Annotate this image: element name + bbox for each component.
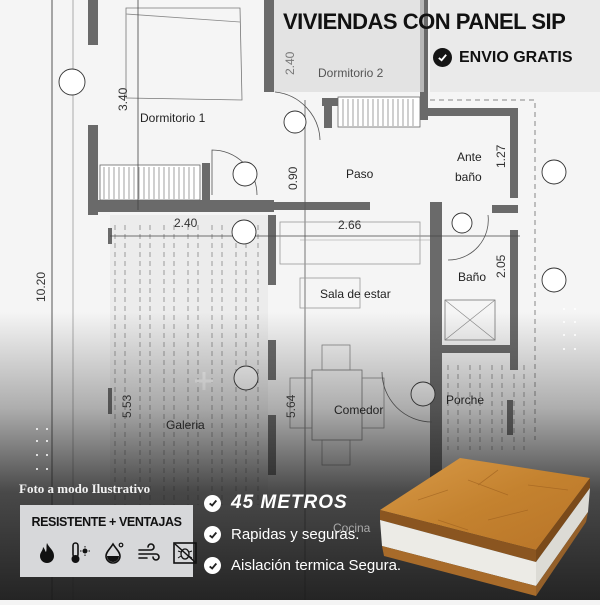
dim-2-66: 2.66: [338, 218, 362, 232]
photo-caption: Foto a modo Ilustrativo: [19, 481, 151, 496]
dim-5-53: 5.53: [120, 394, 134, 418]
no-bug-icon: [173, 542, 197, 569]
thermometer-sun-icon: [69, 541, 91, 570]
shipping-badge: ENVIO GRATIS: [433, 48, 573, 67]
dim-2-40: 2.40: [174, 216, 198, 230]
advantages-title: RESISTENTE + VENTAJAS: [31, 515, 182, 529]
room-label-cocina: Cocina: [333, 521, 371, 535]
feature-text: Aislación termica Segura.: [231, 557, 402, 574]
room-label-porche: Porche: [446, 393, 485, 407]
shipping-label: ENVIO GRATIS: [459, 48, 573, 66]
feature-text: Rapidas y seguras.: [231, 526, 360, 543]
feature-item: 45 METROS: [204, 492, 348, 514]
room-label-dormitorio-2: Dormitorio 2: [318, 66, 384, 80]
check-circle-icon: [204, 557, 221, 574]
room-label-ante-bano: baño: [455, 170, 482, 184]
room-label-bano: Baño: [458, 270, 487, 284]
feature-item: Aislación termica Segura.: [204, 557, 401, 574]
dim-3-40: 3.40: [116, 87, 130, 111]
check-circle-icon: [204, 494, 221, 512]
advantages-icons: [37, 541, 197, 570]
room-label-sala-de-estar: Sala de estar: [320, 287, 391, 301]
dim-2-40-top: 2.40: [283, 51, 297, 75]
check-circle-icon: [433, 48, 452, 67]
feature-item: Rapidas y seguras.: [204, 526, 359, 543]
dim-10-20: 10.20: [34, 271, 48, 302]
water-drop-icon: [103, 541, 125, 570]
room-label-ante: Ante: [457, 150, 482, 164]
dim-0-90: 0.90: [286, 166, 300, 190]
page-title: VIVIENDAS CON PANEL SIP: [283, 9, 566, 34]
wind-icon: [137, 543, 161, 568]
room-label-paso: Paso: [346, 167, 374, 181]
room-label-comedor: Comedor: [334, 403, 384, 417]
fire-icon: [37, 542, 57, 569]
dim-2-05: 2.05: [494, 254, 508, 278]
dim-1-27: 1.27: [494, 144, 508, 168]
feature-text: 45 METROS: [231, 492, 348, 513]
advantages-badge: RESISTENTE + VENTAJAS: [20, 505, 197, 577]
sip-panel-image: [378, 450, 600, 605]
room-label-galeria: Galeria: [166, 418, 205, 432]
room-label-dormitorio-1: Dormitorio 1: [140, 111, 206, 125]
dim-5-64: 5.64: [284, 394, 298, 418]
check-circle-icon: [204, 526, 221, 543]
